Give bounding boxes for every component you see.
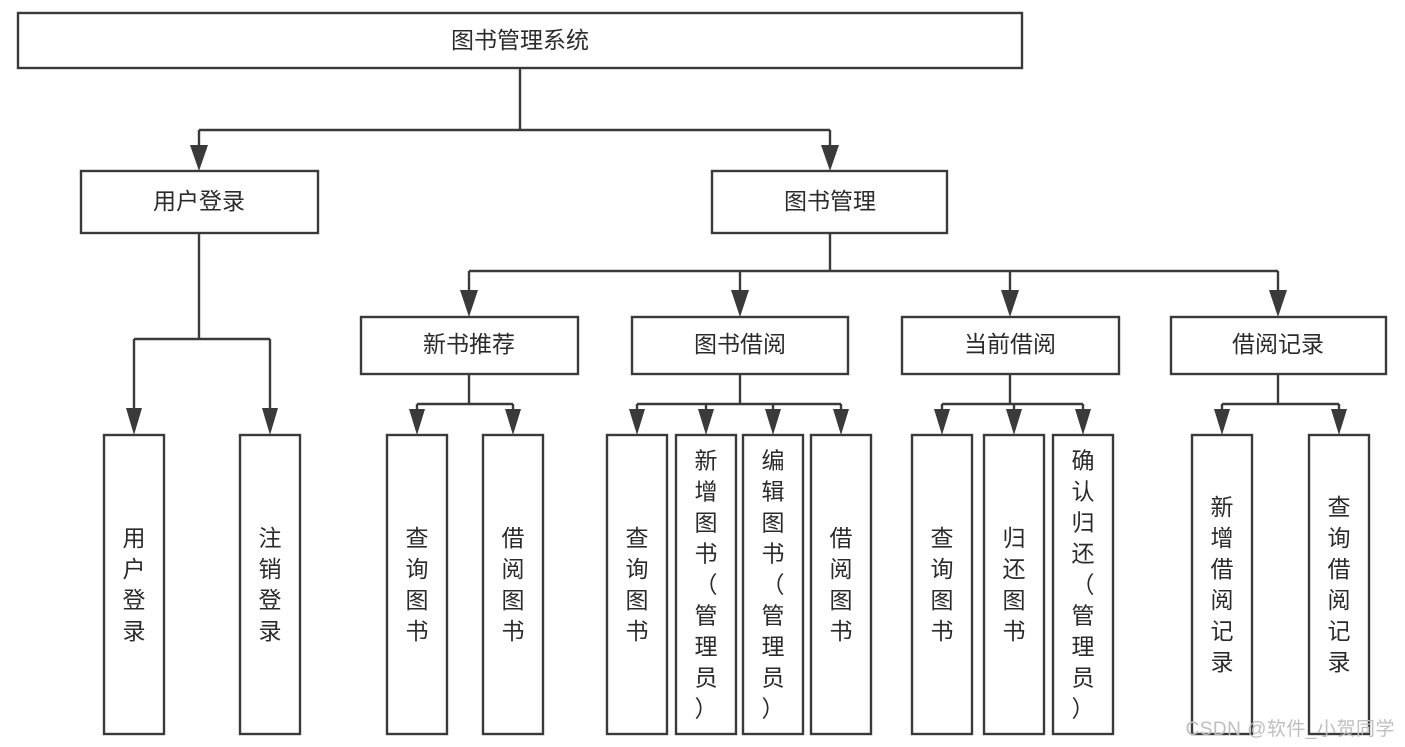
arrow-head-leaf-query-book-current — [934, 409, 950, 435]
node-book-borrow-box[interactable] — [630, 315, 850, 376]
arrow-head-leaf-add-borrow-record — [1214, 409, 1230, 435]
node-leaf-return-book-label: 归还图书 — [1003, 525, 1026, 644]
node-leaf-query-borrow-record-box[interactable] — [1307, 433, 1371, 736]
node-book-manage-box[interactable] — [710, 169, 949, 235]
node-leaf-confirm-return-label: 确认归还（管理员） — [1072, 448, 1095, 722]
node-leaf-return-book-box[interactable] — [982, 433, 1046, 736]
node-leaf-logout-login-label: 注销登录 — [259, 525, 282, 644]
node-leaf-query-book-recommend-label: 查询图书 — [406, 525, 429, 644]
arrow-head-leaf-confirm-return — [1075, 409, 1091, 435]
arrow-head-book-borrow — [731, 290, 749, 317]
arrow-head-leaf-borrow-book — [833, 409, 849, 435]
node-new-book-recommend[interactable]: 新书推荐 — [359, 315, 580, 376]
node-leaf-edit-book[interactable]: 编辑图书（管理员） — [741, 433, 805, 736]
node-current-borrow-box[interactable] — [900, 315, 1121, 376]
node-leaf-borrow-book-recommend[interactable]: 借阅图书 — [481, 433, 545, 736]
node-leaf-borrow-book-recommend-label: 借阅图书 — [502, 525, 525, 644]
node-leaf-logout-login-box[interactable] — [238, 433, 302, 736]
arrow-head-leaf-query-borrow-record — [1331, 409, 1347, 435]
node-borrow-record[interactable]: 借阅记录 — [1169, 315, 1388, 376]
node-leaf-query-book-recommend[interactable]: 查询图书 — [385, 433, 449, 736]
node-leaf-query-book-borrow-box[interactable] — [605, 433, 669, 736]
node-leaf-query-borrow-record-label: 查询借阅记录 — [1328, 494, 1351, 675]
node-user-login-box[interactable] — [79, 169, 320, 235]
node-leaf-edit-book-box[interactable] — [741, 433, 805, 736]
node-root-box[interactable] — [16, 11, 1024, 70]
node-leaf-borrow-book-recommend-box[interactable] — [481, 433, 545, 736]
arrow-head-book-manage — [821, 145, 839, 171]
arrow-head-user-login — [190, 145, 208, 171]
node-user-login[interactable]: 用户登录 — [79, 169, 320, 235]
node-leaf-logout-login[interactable]: 注销登录 — [238, 433, 302, 736]
node-current-borrow[interactable]: 当前借阅 — [900, 315, 1121, 376]
node-leaf-query-book-borrow[interactable]: 查询图书 — [605, 433, 669, 736]
arrow-head-current-borrow — [1001, 290, 1019, 317]
node-book-manage[interactable]: 图书管理 — [710, 169, 949, 235]
node-leaf-add-book[interactable]: 新增图书（管理员） — [674, 433, 738, 736]
node-book-borrow[interactable]: 图书借阅 — [630, 315, 850, 376]
arrow-head-leaf-query-book-recommend — [409, 409, 425, 435]
node-leaf-query-borrow-record[interactable]: 查询借阅记录 — [1307, 433, 1371, 736]
arrow-head-leaf-return-book — [1006, 409, 1022, 435]
node-new-book-recommend-label: 新书推荐 — [423, 331, 515, 357]
node-leaf-confirm-return[interactable]: 确认归还（管理员） — [1051, 433, 1115, 736]
arrow-head-leaf-add-book — [698, 409, 714, 435]
node-root[interactable]: 图书管理系统 — [16, 11, 1024, 70]
node-leaf-borrow-book[interactable]: 借阅图书 — [809, 433, 873, 736]
node-user-login-label: 用户登录 — [153, 188, 245, 214]
node-leaf-query-book-current-box[interactable] — [910, 433, 974, 736]
node-leaf-query-book-current[interactable]: 查询图书 — [910, 433, 974, 736]
node-leaf-user-login-box[interactable] — [102, 433, 166, 736]
arrow-head-new-book-recommend — [460, 290, 478, 317]
node-book-borrow-label: 图书借阅 — [694, 331, 786, 357]
node-leaf-add-borrow-record[interactable]: 新增借阅记录 — [1190, 433, 1254, 736]
node-leaf-query-book-recommend-box[interactable] — [385, 433, 449, 736]
node-leaf-add-borrow-record-box[interactable] — [1190, 433, 1254, 736]
arrow-head-leaf-edit-book — [765, 409, 781, 435]
node-leaf-user-login[interactable]: 用户登录 — [102, 433, 166, 736]
connector-layer — [126, 68, 1347, 435]
node-leaf-borrow-book-label: 借阅图书 — [830, 525, 853, 644]
node-current-borrow-label: 当前借阅 — [964, 331, 1056, 357]
node-leaf-query-book-borrow-label: 查询图书 — [626, 525, 649, 644]
node-leaf-add-borrow-record-label: 新增借阅记录 — [1211, 494, 1234, 675]
node-leaf-edit-book-label: 编辑图书（管理员） — [762, 448, 785, 722]
node-leaf-return-book[interactable]: 归还图书 — [982, 433, 1046, 736]
arrow-head-leaf-query-book-borrow — [629, 409, 645, 435]
leaf-nodes-layer: 用户登录 注销登录 查询图书 借阅图书 查询图书 新增图书（管理员） — [102, 433, 1371, 736]
node-leaf-query-book-current-label: 查询图书 — [931, 525, 954, 644]
node-root-label: 图书管理系统 — [451, 27, 589, 53]
arrow-head-borrow-record — [1269, 290, 1287, 317]
node-leaf-add-book-label: 新增图书（管理员） — [695, 448, 718, 722]
node-leaf-confirm-return-box[interactable] — [1051, 433, 1115, 736]
node-borrow-record-label: 借阅记录 — [1232, 331, 1324, 357]
node-borrow-record-box[interactable] — [1169, 315, 1388, 376]
node-leaf-user-login-label: 用户登录 — [123, 525, 146, 644]
arrow-head-leaf-user-login — [126, 408, 142, 435]
arrow-head-leaf-logout-login — [262, 408, 278, 435]
node-book-manage-label: 图书管理 — [784, 188, 876, 214]
node-leaf-add-book-box[interactable] — [674, 433, 738, 736]
csdn-watermark: CSDN @软件_小贺同学 — [1185, 719, 1395, 740]
node-leaf-borrow-book-box[interactable] — [809, 433, 873, 736]
node-new-book-recommend-box[interactable] — [359, 315, 580, 376]
arrow-head-leaf-borrow-book-recommend — [505, 409, 521, 435]
